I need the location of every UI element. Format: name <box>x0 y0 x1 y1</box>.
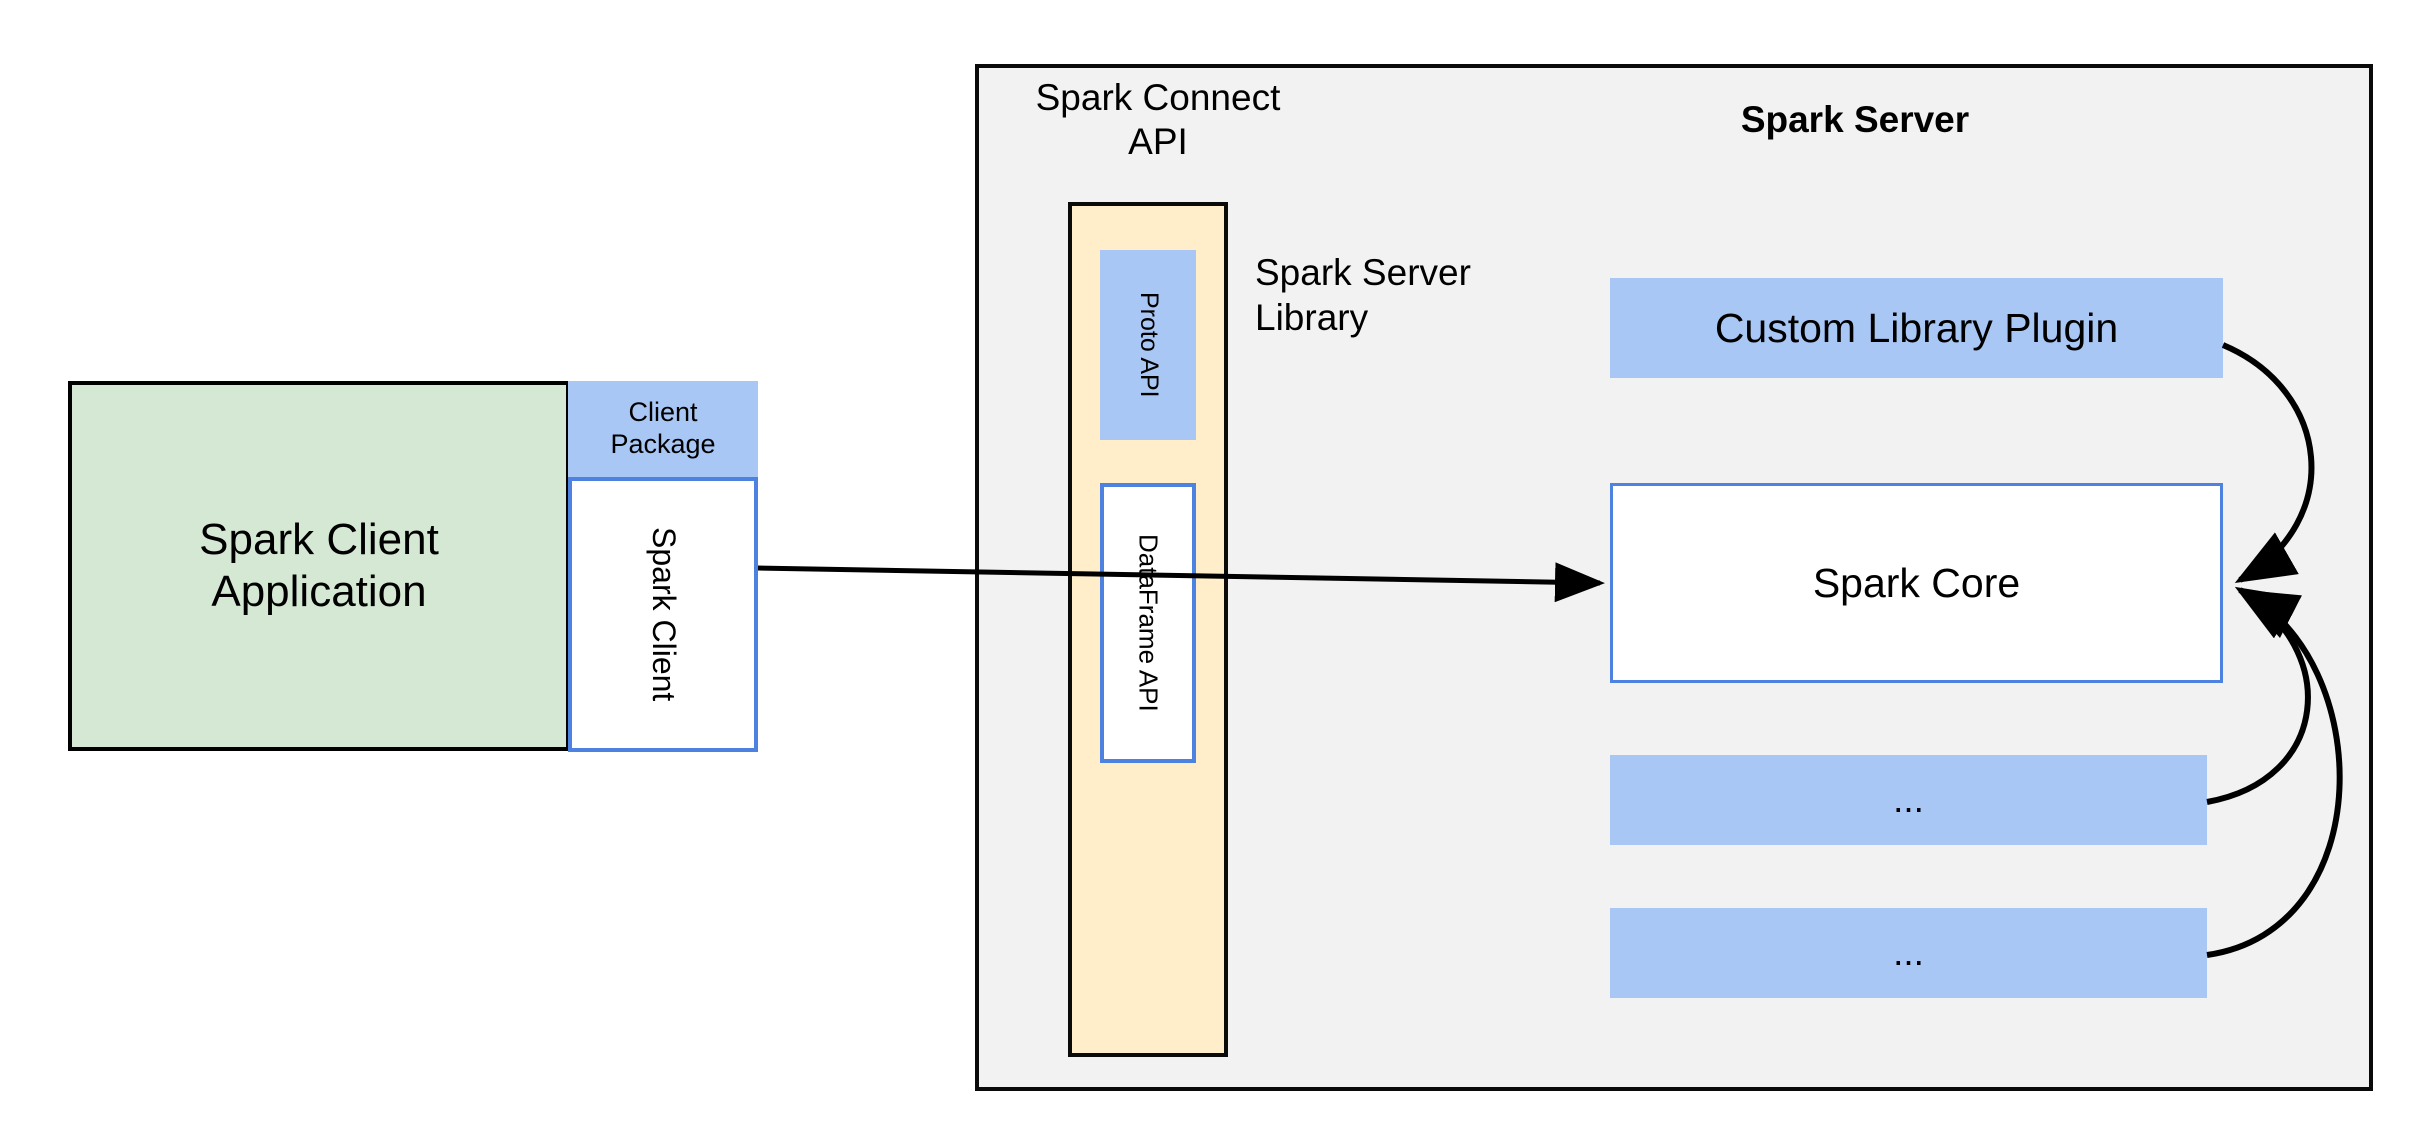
ellipsis-box-two: ... <box>1610 908 2207 998</box>
ellipsis-box-one: ... <box>1610 755 2207 845</box>
spark-client-label: Spark Client <box>645 527 682 702</box>
spark-connect-api-line2: API <box>1128 120 1188 162</box>
client-app-line2: Application <box>211 567 427 616</box>
spark-client-application-box: Spark Client Application <box>68 381 570 751</box>
proto-api-label: Proto API <box>1134 292 1163 398</box>
spark-server-library-line1: Spark Server <box>1255 252 1471 293</box>
client-package-line1: Client <box>628 397 698 428</box>
dataframe-api-box: DataFrame API <box>1100 483 1196 763</box>
spark-server-library-line2: Library <box>1255 297 1369 339</box>
client-app-line1: Spark Client <box>199 515 439 565</box>
spark-server-title: Spark Server <box>1740 99 1970 141</box>
client-package-box: Client Package <box>568 381 758 477</box>
custom-library-plugin-box: Custom Library Plugin <box>1610 278 2223 378</box>
spark-client-box: Spark Client <box>568 477 758 752</box>
spark-connect-api-label: Spark Connect API <box>1013 68 1303 162</box>
spark-connect-api-line1: Spark Connect <box>1035 77 1281 118</box>
proto-api-box: Proto API <box>1100 250 1196 440</box>
spark-server-library-label: Spark Server Library <box>1255 250 1545 340</box>
spark-core-box: Spark Core <box>1610 483 2223 683</box>
dataframe-api-label: DataFrame API <box>1133 534 1164 712</box>
client-package-line2: Package <box>610 429 716 459</box>
